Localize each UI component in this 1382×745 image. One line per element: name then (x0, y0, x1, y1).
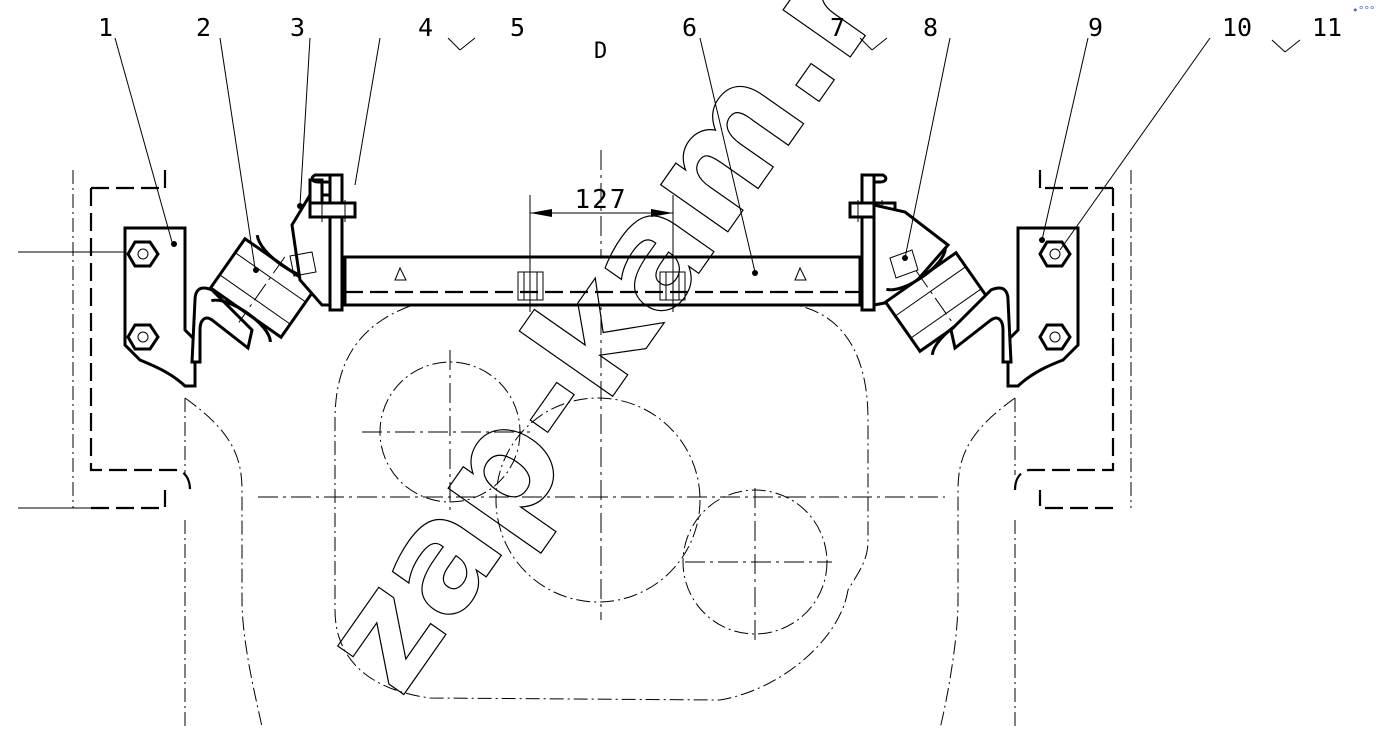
watermark: zap-kam.ru (287, 0, 976, 721)
bolt-head-icon (126, 323, 160, 351)
callout-7: 7 (830, 13, 845, 42)
callout-5: 5 (510, 13, 525, 42)
callout-3: 3 (290, 13, 305, 42)
bolt-head-icon (1038, 240, 1072, 268)
right-frame-bracket (949, 226, 1080, 388)
view-label: D (594, 39, 607, 64)
dimension-label: 127 (575, 185, 628, 215)
callout-11: 11 (1312, 13, 1342, 42)
callout-8: 8 (923, 13, 938, 42)
corner-mark: •°°° (1352, 4, 1375, 17)
right-upper-bracket (848, 173, 951, 312)
leader-lines (114, 37, 1301, 276)
callout-9: 9 (1088, 13, 1103, 42)
callout-4: 4 (418, 13, 433, 42)
bolt-head-icon (126, 240, 160, 268)
frame-right (1013, 170, 1132, 510)
callout-2: 2 (196, 13, 211, 42)
callout-6: 6 (682, 13, 697, 42)
frame-left (18, 170, 192, 510)
left-rubber-mount (208, 234, 318, 343)
callout-10: 10 (1222, 13, 1252, 42)
bolt-head-icon (1038, 323, 1072, 351)
cross-beam (343, 195, 862, 312)
left-frame-bracket (123, 226, 254, 388)
left-upper-bracket (289, 173, 357, 312)
dimension-127: 127 (530, 185, 673, 217)
center-lines (258, 150, 945, 640)
callouts: 1 2 3 4 5 6 7 8 9 10 11 D •°°° (98, 4, 1375, 64)
callout-1: 1 (98, 13, 113, 42)
